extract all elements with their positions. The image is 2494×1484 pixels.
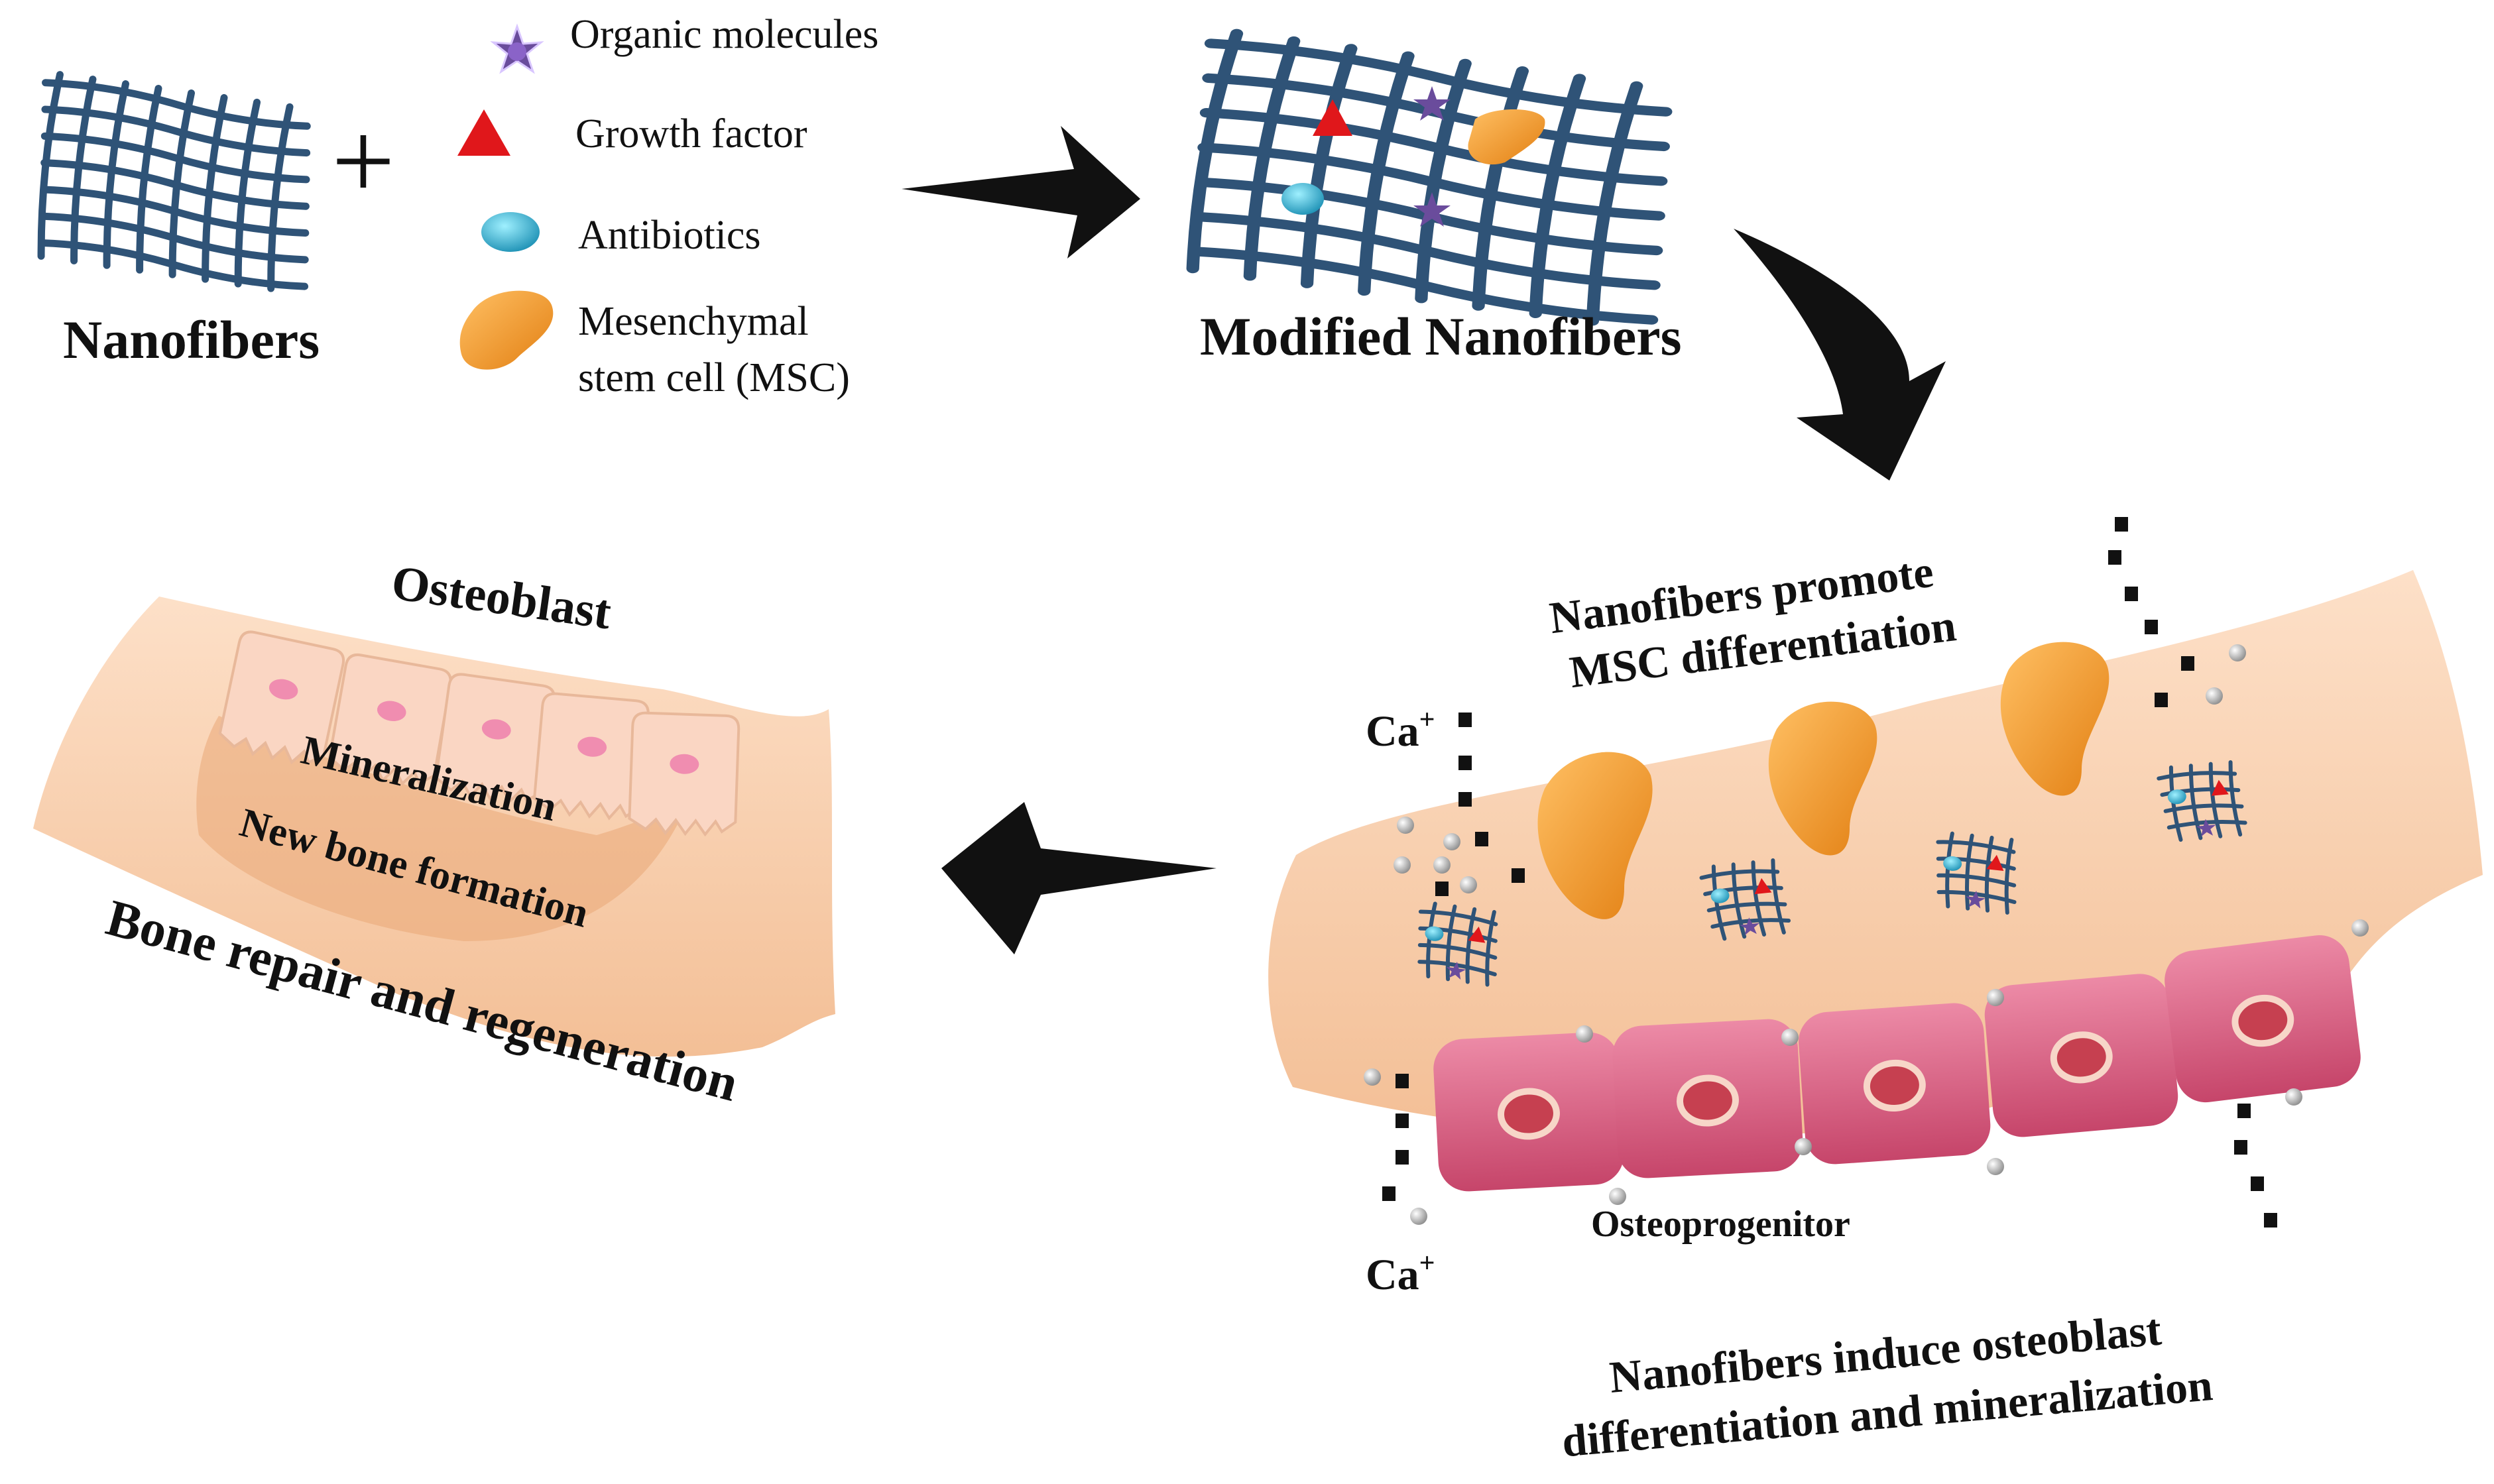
osteoblast-label: Osteoblast — [388, 555, 615, 640]
ca-label-top: Ca+ — [1366, 705, 1435, 756]
plus-sign: + — [331, 99, 395, 223]
legend-label-growth: Growth factor — [575, 111, 807, 156]
osteoblast-cells — [218, 630, 741, 837]
arrow-left-icon — [941, 802, 1217, 954]
legend-label-msc-2: stem cell (MSC) — [578, 355, 850, 400]
legend-label-organic: Organic molecules — [570, 12, 878, 57]
promote-caption: Nanofibers promote MSC differentiation — [1547, 546, 1958, 697]
ellipse-icon — [481, 212, 540, 252]
modified-nanofibers-mesh-icon — [1159, 30, 1706, 328]
nanofibers-label: Nanofibers — [63, 310, 320, 370]
osteoprogenitor-cells — [1433, 935, 2361, 1192]
induce-caption: Nanofibers induce osteoblast differentia… — [1560, 1304, 2215, 1466]
nanofibers-mesh-icon — [21, 73, 329, 293]
arrow-right-icon — [902, 126, 1140, 258]
modified-payloads — [1281, 86, 1545, 227]
modified-nanofibers-label: Modified Nanofibers — [1200, 306, 1682, 367]
legend-label-antibiotics: Antibiotics — [578, 213, 761, 258]
triangle-icon — [457, 109, 510, 156]
arrow-down-icon — [1734, 229, 1946, 481]
legend: Organic molecules Growth factor Antibiot… — [457, 12, 878, 400]
legend-label-msc-1: Mesenchymal — [578, 299, 809, 344]
osteoprogenitor-label: Osteoprogenitor — [1591, 1204, 1850, 1245]
ca-label-bottom: Ca+ — [1366, 1248, 1435, 1299]
msc-cells — [1537, 642, 2109, 919]
star-icon — [490, 23, 544, 74]
cell-icon — [459, 290, 554, 370]
